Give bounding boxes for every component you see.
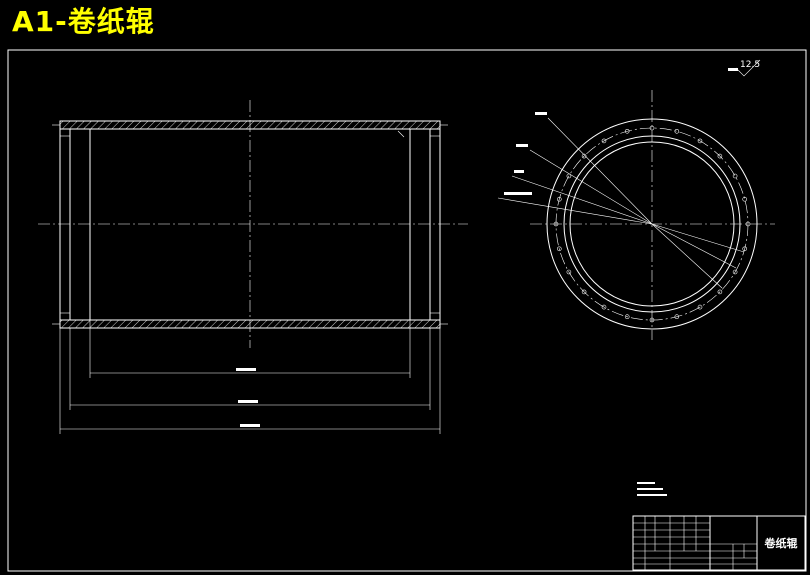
bolt-hole	[674, 129, 680, 134]
bolt-hole	[732, 269, 738, 275]
title-block: 卷纸辊	[632, 515, 806, 571]
bolt-hole	[649, 317, 655, 323]
bolt-hole	[556, 246, 562, 252]
drawing-title: A1-卷纸辊	[12, 5, 155, 38]
roller-section-view	[38, 100, 468, 348]
bolt-hole	[697, 304, 703, 310]
bolt-hole	[745, 221, 751, 227]
bolt-hole	[556, 196, 562, 202]
technical-notes	[637, 482, 667, 496]
bolt-hole	[581, 153, 587, 159]
bolt-hole	[553, 221, 559, 227]
bolt-hole	[742, 246, 748, 252]
bolt-hole	[717, 153, 723, 159]
bolt-hole	[697, 138, 703, 144]
surface-roughness-mark: 12.5	[728, 59, 761, 77]
roller-end-view	[497, 90, 775, 340]
bolt-hole	[601, 138, 607, 144]
bolt-hole	[624, 129, 630, 134]
drawing-frame	[7, 49, 807, 572]
title-block-name: 卷纸辊	[764, 536, 798, 550]
bolt-hole	[742, 196, 748, 202]
bolt-hole	[624, 314, 630, 320]
roughness-value: 12.5	[740, 60, 760, 70]
bolt-hole	[566, 173, 572, 179]
bolt-hole	[717, 289, 723, 295]
dimension-lines	[59, 320, 441, 434]
bolt-hole	[674, 314, 680, 320]
bolt-hole	[649, 125, 655, 131]
bolt-hole	[601, 304, 607, 310]
bolt-hole	[732, 173, 738, 179]
bolt-hole	[581, 289, 587, 295]
bolt-hole	[566, 269, 572, 275]
